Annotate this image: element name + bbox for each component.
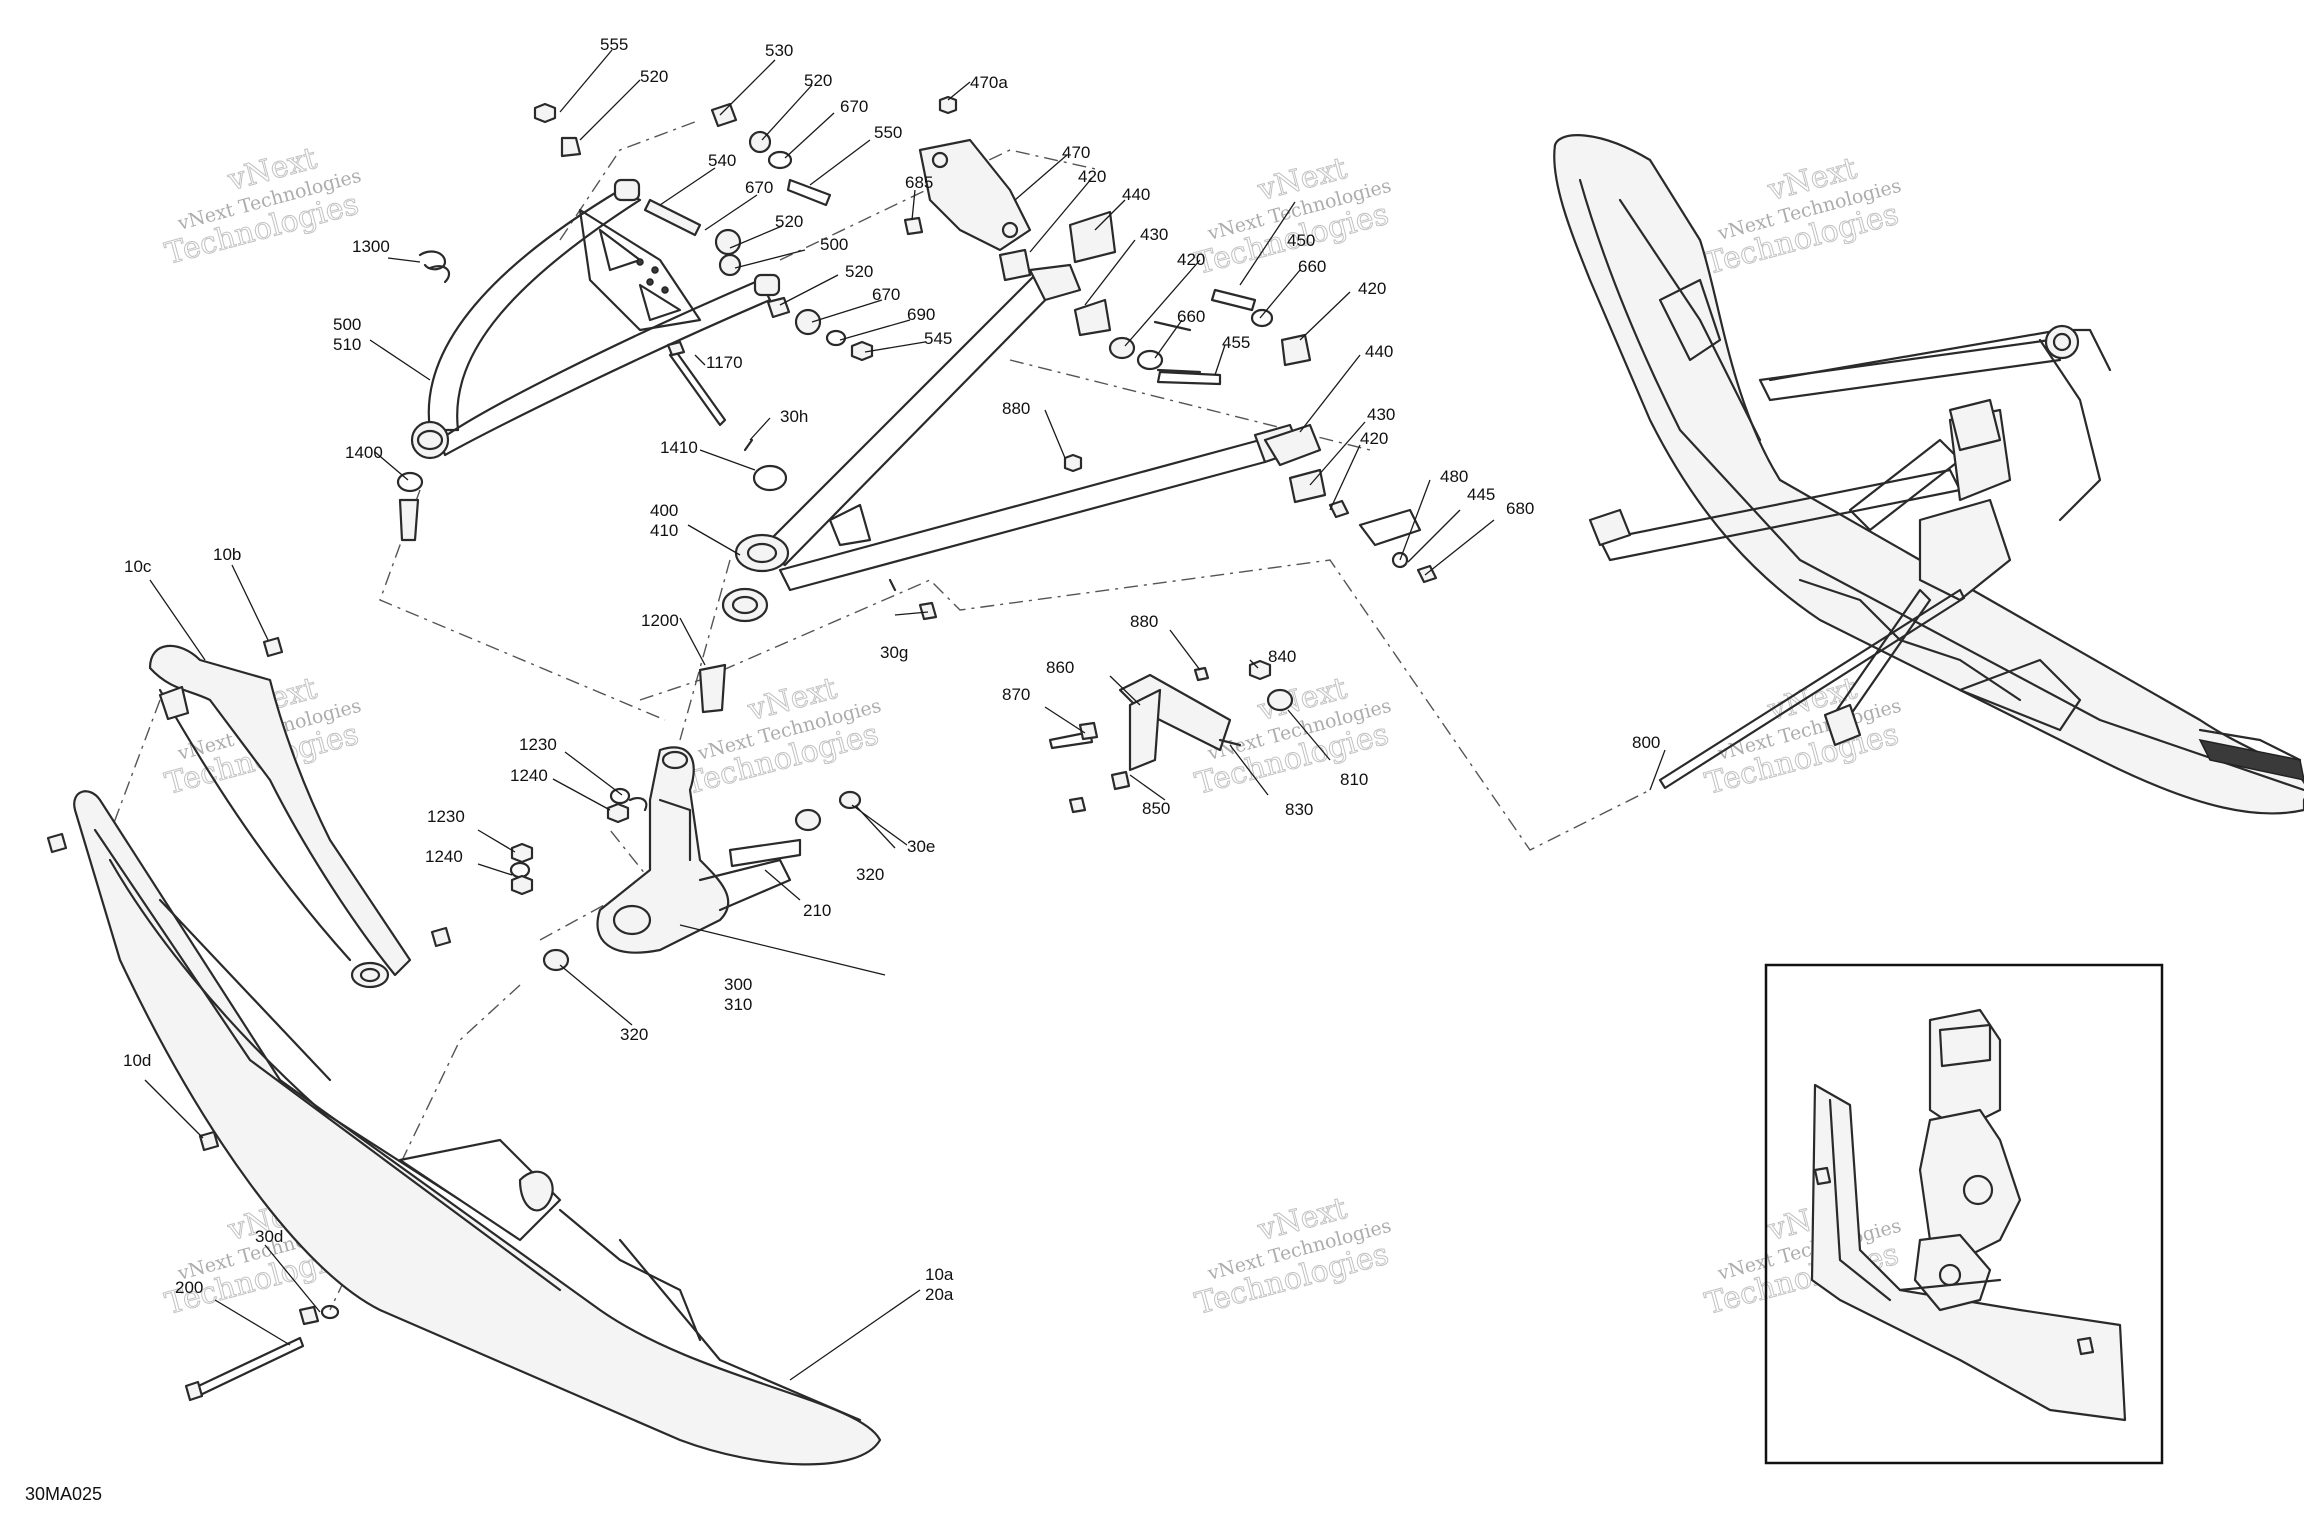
callout-label: 520 — [640, 67, 668, 86]
callout-label: 810 — [1340, 770, 1368, 789]
callout-label: 1300 — [352, 237, 390, 256]
callout-label: 420 — [1360, 429, 1388, 448]
detail-frame — [1764, 963, 2164, 1465]
callout-label: 1230 — [519, 735, 557, 754]
hardware-fasteners — [396, 95, 1438, 814]
callout-label: 500 — [820, 235, 848, 254]
detail-inset — [1764, 963, 2164, 1465]
callout-label: 1230 — [427, 807, 465, 826]
callout-label: 30g — [880, 643, 908, 662]
callout-label: 860 — [1046, 658, 1074, 677]
callout-label: 440 — [1365, 342, 1393, 361]
callout-label: 800 — [1632, 733, 1660, 752]
centerline — [679, 559, 731, 741]
callout-label: 310 — [724, 995, 752, 1014]
callout-label: 455 — [1222, 333, 1250, 352]
callout-label: 660 — [1177, 307, 1205, 326]
callout-label: 540 — [708, 151, 736, 170]
callout-label: 200 — [175, 1278, 203, 1297]
callout-label: 10d — [123, 1051, 151, 1070]
lower-a-arm — [734, 263, 1302, 592]
callout-label: 10a — [925, 1265, 954, 1284]
centerline — [779, 149, 1101, 261]
callout-label: 30e — [907, 837, 935, 856]
callout-label: 320 — [620, 1025, 648, 1044]
callout-label: 20a — [925, 1285, 954, 1304]
ski-assembly — [46, 636, 882, 1466]
callout-label: 1200 — [641, 611, 679, 630]
callout-label: 670 — [745, 178, 773, 197]
callout-label: 500 — [333, 315, 361, 334]
callout-label: 10c — [124, 557, 152, 576]
callout-label: 555 — [600, 35, 628, 54]
callout-label: 420 — [1078, 167, 1106, 186]
callout-label: 430 — [1140, 225, 1168, 244]
callout-labels: 555 520 530 520 670 550 540 670 520 500 … — [123, 35, 1660, 1304]
callout-label: 470 — [1062, 143, 1090, 162]
callout-label: 400 — [650, 501, 678, 520]
callout-label: 550 — [874, 123, 902, 142]
callout-label: 1240 — [510, 766, 548, 785]
callout-label: 30d — [255, 1227, 283, 1246]
callout-label: 880 — [1130, 612, 1158, 631]
callout-label: 870 — [1002, 685, 1030, 704]
callout-label: 10b — [213, 545, 241, 564]
callout-label: 880 — [1002, 399, 1030, 418]
callout-label: 1400 — [345, 443, 383, 462]
callout-label: 445 — [1467, 485, 1495, 504]
callout-label: 670 — [872, 285, 900, 304]
callout-label: 830 — [1285, 800, 1313, 819]
figure-code: 30MA025 — [25, 1484, 102, 1504]
upper-a-arm — [410, 178, 781, 460]
callout-label: 545 — [924, 329, 952, 348]
assembled-suspension-view — [1553, 134, 2304, 815]
callout-label: 320 — [856, 865, 884, 884]
callout-label: 420 — [1358, 279, 1386, 298]
callout-label: 430 — [1367, 405, 1395, 424]
callout-label: 470a — [970, 73, 1008, 92]
callout-label: 1410 — [660, 438, 698, 457]
callout-label: 1170 — [706, 353, 743, 372]
centerline — [1009, 359, 1371, 451]
callout-label: 410 — [650, 521, 678, 540]
callout-label: 520 — [804, 71, 832, 90]
callout-label: 450 — [1287, 231, 1315, 250]
callout-label: 670 — [840, 97, 868, 116]
callout-label: 840 — [1268, 647, 1296, 666]
callout-label: 850 — [1142, 799, 1170, 818]
callout-label: 30h — [780, 407, 808, 426]
callout-label: 680 — [1506, 499, 1534, 518]
callout-label: 480 — [1440, 467, 1468, 486]
callout-label: 210 — [803, 901, 831, 920]
callout-label: 440 — [1122, 185, 1150, 204]
spindle — [509, 746, 862, 972]
callout-label: 300 — [724, 975, 752, 994]
callout-label: 1240 — [425, 847, 463, 866]
callout-label: 420 — [1177, 250, 1205, 269]
leader-lines — [144, 49, 1666, 1381]
callout-label: 660 — [1298, 257, 1326, 276]
callout-label: 510 — [333, 335, 361, 354]
callout-label: 690 — [907, 305, 935, 324]
centerline — [379, 489, 666, 721]
callout-label: 530 — [765, 41, 793, 60]
callout-label: 520 — [845, 262, 873, 281]
callout-label: 520 — [775, 212, 803, 231]
callout-label: 685 — [905, 173, 933, 192]
